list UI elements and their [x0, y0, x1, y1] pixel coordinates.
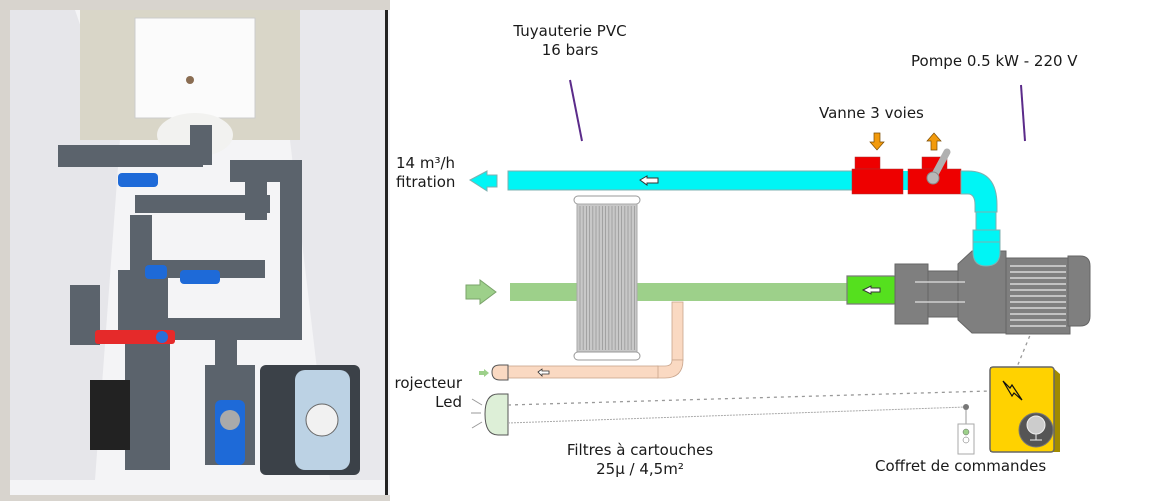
blue-valve-3 [145, 265, 167, 279]
skimmer-hole [186, 76, 194, 84]
technical-room-photo [0, 0, 390, 501]
pump-inlet [846, 275, 908, 305]
pump [846, 250, 1091, 335]
cable-node [963, 404, 969, 410]
photo-border [385, 10, 388, 495]
timer-icon [1026, 415, 1046, 435]
remote-switch [957, 423, 975, 455]
valve-label: Vanne 3 voies [819, 104, 924, 122]
pump-label: Pompe 0.5 kW - 220 V [911, 52, 1078, 70]
blue-valve-1 [118, 173, 158, 187]
filter-label-line1: Filtres à cartouches [566, 441, 714, 459]
projector-label-line2: Led [435, 393, 462, 411]
remote-cable [507, 406, 967, 424]
small-green-arrow-icon [479, 369, 489, 377]
flow-label: 14 m³/h fitration [396, 154, 455, 192]
indicator-green [962, 428, 970, 436]
pipe-label-line1: Tuyauterie PVC [513, 22, 627, 40]
projector-cable [507, 390, 991, 406]
red-valve-handle [95, 330, 175, 344]
suction-pipe [510, 283, 850, 301]
pipe-leader-line [569, 79, 583, 142]
arrow-right-icon [537, 368, 550, 377]
cartridge-filter [573, 195, 641, 361]
projector-label: rojecteur Led [386, 374, 462, 412]
flow-label-line2: fitration [396, 173, 456, 191]
return-pipe-down [975, 211, 997, 231]
arrow-left-icon [639, 175, 659, 186]
arrow-right-icon [861, 285, 881, 295]
light-ray [471, 398, 483, 406]
valve-cap [156, 331, 168, 343]
pump-leader-line [1020, 84, 1026, 142]
lightning-icon [1002, 380, 1023, 401]
return-pipe [507, 170, 854, 191]
valve-cap [220, 410, 240, 430]
suction-flow-arrow-icon [465, 279, 497, 305]
projector-pipe [491, 301, 684, 381]
control-box-label: Coffret de commandes [875, 457, 1047, 475]
skimmer-lid [134, 17, 256, 119]
timer-dial [305, 403, 339, 437]
pump-motor [90, 380, 130, 450]
pump-outlet [972, 229, 1001, 267]
control-box [989, 366, 1060, 453]
pipe-label-line2: 16 bars [541, 41, 599, 59]
light-ray [471, 421, 483, 429]
valve-connector [903, 171, 909, 190]
blue-valve-4 [215, 400, 245, 465]
indicator-off [962, 436, 970, 444]
led-projector [484, 393, 509, 436]
filter-label: Filtres à cartouches 25µ / 4,5m² [550, 441, 730, 479]
valve-in-arrow-icon [869, 132, 885, 151]
right-wall [290, 10, 385, 480]
return-pipe-elbow [960, 170, 998, 213]
flow-label-line1: 14 m³/h [396, 154, 456, 172]
pump-outlet-front [972, 241, 1001, 267]
three-way-valve [851, 148, 962, 195]
projector-label-line1: rojecteur [394, 374, 462, 392]
pump-cable [1016, 322, 1036, 368]
return-flow-arrow-icon [469, 170, 498, 192]
pipe-label: Tuyauterie PVC 16 bars [490, 22, 650, 60]
blue-valve-2 [180, 270, 220, 284]
filter-label-line2: 25µ / 4,5m² [596, 460, 684, 478]
valve-out-arrow-icon [926, 132, 942, 151]
